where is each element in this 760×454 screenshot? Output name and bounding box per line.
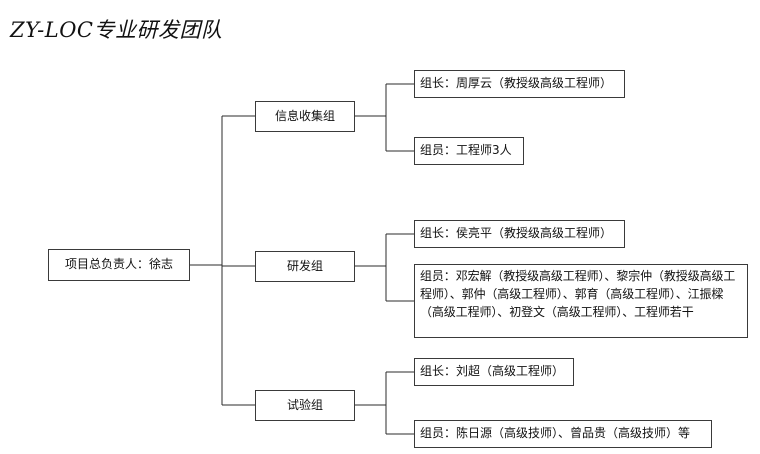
node-group-1-leader[interactable]: 组长：侯亮平（教授级高级工程师） — [414, 220, 625, 248]
node-project-lead[interactable]: 项目总负责人：徐志 — [48, 249, 190, 281]
node-group-0-members[interactable]: 组员：工程师3人 — [414, 137, 524, 165]
node-group-2-members[interactable]: 组员：陈日源（高级技师）、曾品贵（高级技师）等 — [414, 420, 712, 448]
node-group-information-collection[interactable]: 信息收集组 — [255, 101, 355, 132]
node-group-testing[interactable]: 试验组 — [255, 390, 355, 421]
node-group-2-leader[interactable]: 组长：刘超（高级工程师） — [414, 358, 574, 386]
page-title: ZY-LOC专业研发团队 — [10, 18, 223, 42]
node-group-research-development[interactable]: 研发组 — [255, 251, 355, 282]
node-group-0-leader[interactable]: 组长：周厚云（教授级高级工程师） — [414, 70, 625, 98]
node-group-1-members[interactable]: 组员：邓宏解（教授级高级工程师）、黎宗仲（教授级高级工程师）、郭仲（高级工程师）… — [414, 264, 748, 338]
